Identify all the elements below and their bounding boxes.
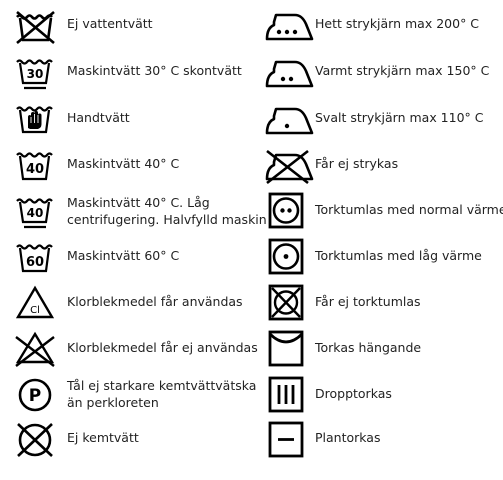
- legend-label-line: Maskintvätt 40° C. Låg: [67, 195, 210, 210]
- legend-label-line: centrifugering. Halvfylld maskin: [67, 212, 267, 227]
- no-dry-clean-icon: [14, 420, 64, 460]
- wash-60-icon: 60: [14, 238, 64, 278]
- legend-label: Maskintvätt 40° C. Låg centrifugering. H…: [67, 194, 267, 228]
- dry-clean-p-icon: P: [14, 376, 64, 416]
- temperature-mark: 30: [27, 67, 44, 81]
- no-bleach-icon: [14, 330, 64, 370]
- iron-low-icon: [264, 100, 314, 140]
- temperature-mark: 40: [27, 206, 44, 220]
- chlorine-mark: Cl: [30, 305, 40, 316]
- legend-label: Plantorkas: [315, 430, 381, 445]
- legend-label-line: än perkloreten: [67, 395, 159, 410]
- legend-label-line: Tål ej starkare kemtvättvätska: [67, 378, 257, 393]
- tumble-dry-low-icon: [264, 238, 314, 278]
- wash-40-gentle-icon: 40: [14, 193, 64, 233]
- legend-label: Handtvätt: [67, 110, 130, 125]
- legend-label: Får ej strykas: [315, 156, 399, 171]
- legend-label: Svalt strykjärn max 110° C: [315, 110, 484, 125]
- legend-label: Torktumlas med låg värme: [315, 248, 482, 263]
- wash-30-gentle-icon: 30: [14, 53, 64, 93]
- legend-label: Varmt strykjärn max 150° C: [315, 63, 490, 78]
- iron-medium-icon: [264, 53, 314, 93]
- line-dry-icon: [264, 330, 314, 370]
- legend-label: Klorblekmedel får ej användas: [67, 340, 258, 355]
- hand-wash-icon: [14, 100, 64, 140]
- legend-label: Får ej torktumlas: [315, 294, 421, 309]
- temperature-mark: 40: [26, 162, 44, 177]
- legend-label: Hett strykjärn max 200° C: [315, 16, 480, 31]
- wash-40-icon: 40: [14, 146, 64, 186]
- temperature-mark: 60: [26, 255, 44, 270]
- no-iron-icon: [264, 146, 314, 186]
- solvent-mark: P: [29, 386, 41, 406]
- legend-label: Maskintvätt 40° C: [67, 156, 180, 171]
- legend-label: Torkas hängande: [315, 340, 422, 355]
- legend-label: Klorblekmedel får användas: [67, 294, 243, 309]
- flat-dry-icon: [264, 420, 314, 460]
- legend-label: Tål ej starkare kemtvättvätska än perklo…: [67, 377, 256, 411]
- legend-label: Torktumlas med normal värme: [315, 202, 503, 217]
- tumble-dry-normal-icon: [264, 192, 314, 232]
- no-wash-icon: [14, 6, 64, 46]
- legend-label: Maskintvätt 30° C skontvätt: [67, 63, 242, 78]
- chlorine-bleach-icon: Cl: [14, 284, 64, 324]
- drip-dry-icon: [264, 376, 314, 416]
- legend-label: Dropptorkas: [315, 386, 392, 401]
- legend-label: Maskintvätt 60° C: [67, 248, 180, 263]
- legend-label: Ej kemtvätt: [67, 430, 139, 445]
- legend-label: Ej vattentvätt: [67, 16, 153, 31]
- no-tumble-dry-icon: [264, 284, 314, 324]
- iron-high-icon: [264, 6, 314, 46]
